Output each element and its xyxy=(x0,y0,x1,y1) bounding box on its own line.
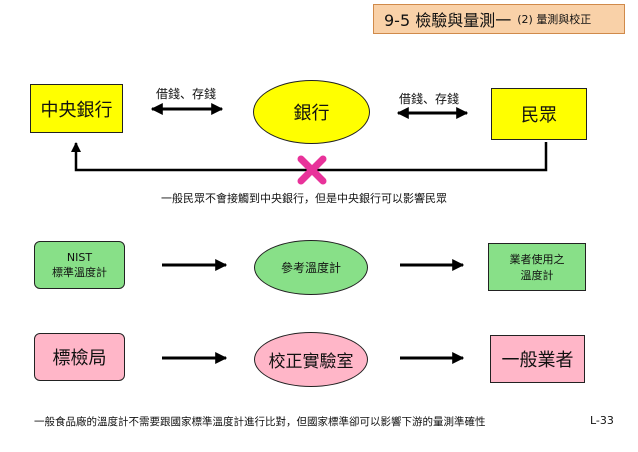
central-bank-box: 中央銀行 xyxy=(30,84,123,133)
deposit-label-left: 借錢、存錢 xyxy=(156,87,217,101)
deposit-label-right: 借錢、存錢 xyxy=(399,92,460,106)
user-line1: 業者使用之 xyxy=(509,253,565,266)
reference-label: 參考溫度計 xyxy=(280,261,341,275)
nist-box: NIST 標準溫度計 xyxy=(34,241,125,289)
user-line2: 溫度計 xyxy=(520,269,554,282)
lab-label: 校正實驗室 xyxy=(268,352,354,372)
bureau-box: 標檢局 xyxy=(34,333,125,381)
bank-label: 銀行 xyxy=(293,103,330,124)
user-thermometer-box: 業者使用之 溫度計 xyxy=(488,243,586,291)
lab-ellipse: 校正實驗室 xyxy=(254,332,368,387)
title-main: 9-5 檢驗與量測一 xyxy=(384,11,512,30)
page-number: L-33 xyxy=(590,414,614,427)
slide-title: 9-5 檢驗與量測一 (2) 量測與校正 xyxy=(373,4,625,34)
nist-line1: NIST xyxy=(66,250,93,264)
footer-note: 一般食品廠的溫度計不需要跟國家標準溫度計進行比對，但國家標準卻可以影響下游的量測… xyxy=(34,416,486,428)
business-label: 一般業者 xyxy=(501,350,574,371)
central-bank-label: 中央銀行 xyxy=(40,99,113,121)
nist-line2: 標準溫度計 xyxy=(52,265,107,279)
reference-ellipse: 參考溫度計 xyxy=(254,240,368,295)
public-label: 民眾 xyxy=(521,105,557,126)
row1-note: 一般民眾不會接觸到中央銀行，但是中央銀行可以影響民眾 xyxy=(161,192,447,205)
bank-ellipse: 銀行 xyxy=(253,80,370,144)
bureau-label: 標檢局 xyxy=(52,348,107,369)
public-box: 民眾 xyxy=(491,88,587,140)
cross-icon xyxy=(297,155,327,185)
business-box: 一般業者 xyxy=(490,335,585,383)
title-sub: (2) 量測與校正 xyxy=(517,13,592,26)
